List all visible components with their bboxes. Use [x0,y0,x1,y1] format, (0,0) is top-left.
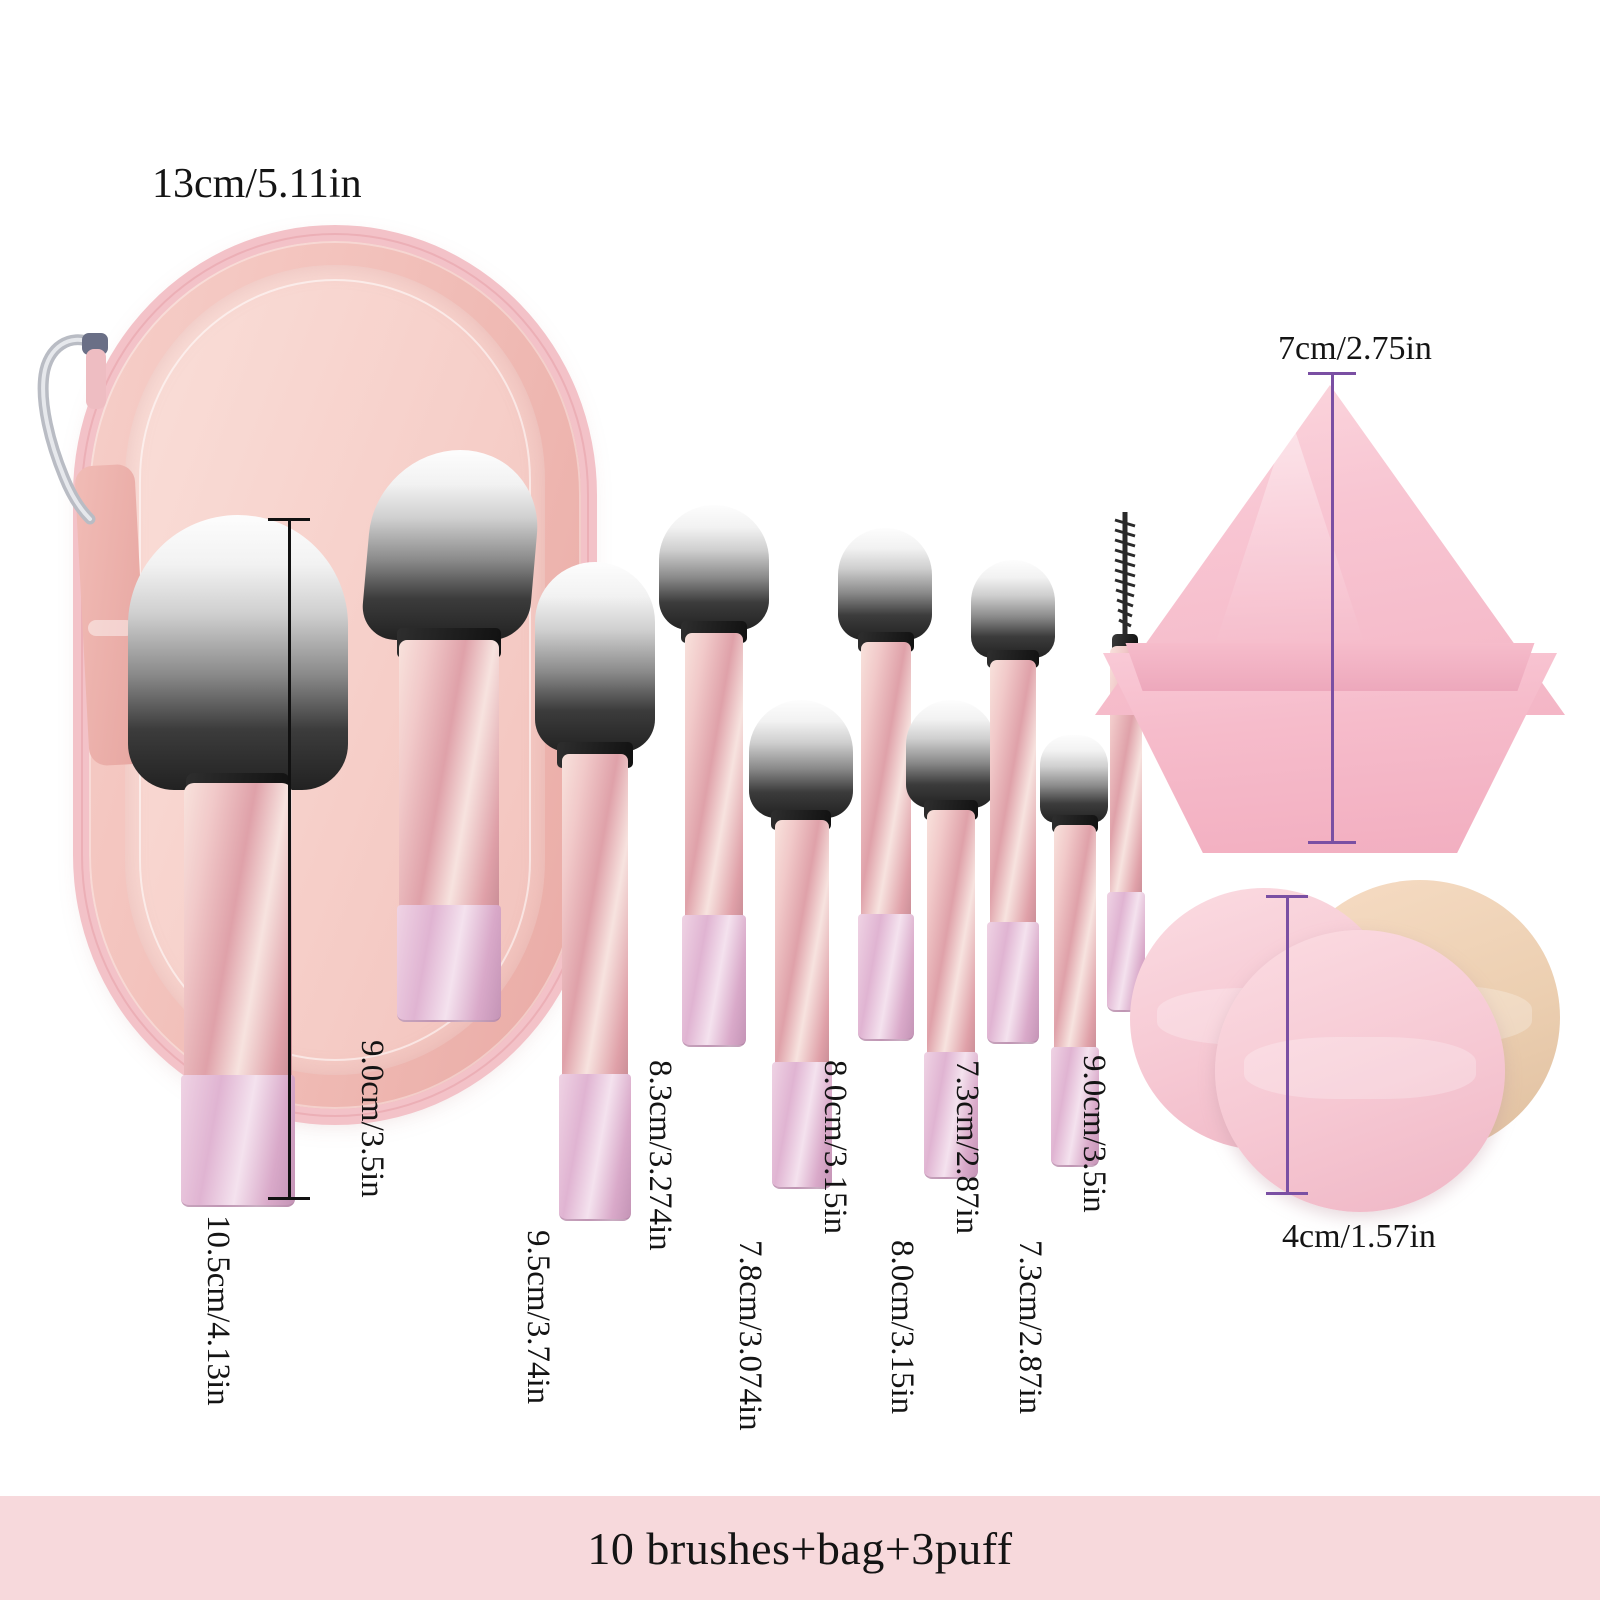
brush-3-bristles [535,562,655,752]
brush-4-handle-tip [682,915,746,1047]
brush-10-size-label: 9.0cm/3.5in [1076,1055,1112,1213]
brush-7-handle-tip [924,1052,978,1179]
bag-side-strap [88,620,134,636]
brush-7-size-label: 8.0cm/3.15in [884,1240,920,1415]
brush-5-bristles [749,700,853,818]
round-powder-puffs [1120,880,1560,1212]
round-puff-measure-cap-top [1266,895,1308,898]
brush-6-bristles [838,528,932,640]
brush-2 [359,450,545,1030]
triangle-puff-measure-cap-bottom [1308,841,1356,844]
brush-2-handle-tip [397,905,501,1022]
brush-5-handle-tip [772,1062,832,1189]
triangle-puff-size-label: 7cm/2.75in [1278,330,1432,367]
brush-1 [128,515,348,1215]
brush-1-handle-tip [181,1075,295,1207]
brush-2-bristles [359,450,545,640]
brush-7-bristles [906,700,996,808]
brush-2-handle [399,640,499,915]
brush-5-size-label: 7.8cm/3.074in [732,1240,768,1431]
round-puff-measure-cap-bottom [1266,1192,1308,1195]
round-puff-size-label: 4cm/1.57in [1282,1218,1436,1255]
brush-6-size-label: 8.0cm/3.15in [817,1060,853,1235]
triangle-puff-measure-line [1331,372,1334,844]
brush-2-size-label: 9.0cm/3.5in [354,1040,390,1198]
brush-9-handle-tip [1051,1047,1099,1167]
triangle-puff-measure-cap-top [1308,372,1356,375]
round-puff-pink-front-band [1244,1037,1476,1100]
brush-1-handle [184,783,292,1083]
brush-5-handle [775,820,829,1070]
brush-9 [1030,735,1126,1215]
brush-6 [832,528,940,1108]
brush-9-handle [1054,825,1096,1055]
brush-1-size-label: 10.5cm/4.13in [200,1215,236,1406]
brush-8-handle-tip [987,922,1039,1044]
round-puff-pink-front [1215,930,1505,1212]
brush-8 [965,560,1065,1100]
brush-1-measure-cap-top [268,518,310,521]
brush-6-handle [861,642,911,922]
brush-1-measure-line [288,518,291,1200]
brush-8-handle [990,660,1036,930]
brush-1-measure-cap-bottom [268,1197,310,1200]
bag-size-label: 13cm/5.11in [152,161,362,207]
brush-9-size-label: 7.3cm/2.87in [1012,1240,1048,1415]
brush-4 [655,505,773,1105]
brush-8-size-label: 7.3cm/2.87in [949,1060,985,1235]
brush-4-bristles [659,505,769,630]
brush-7-handle [927,810,975,1060]
brush-1-bristles [128,515,348,790]
brush-7 [900,700,1004,1210]
triangle-puff-ribbon-band [1125,643,1535,691]
brush-3-handle [562,754,628,1084]
footer-text: 10 brushes+bag+3puff [587,1522,1013,1574]
brush-10-spiral-bristles [1112,510,1138,638]
brush-4-handle [685,633,743,923]
round-puff-measure-line [1286,895,1289,1195]
brush-3-handle-tip [559,1074,631,1221]
brush-8-bristles [971,560,1055,658]
brush-3-size-label: 9.5cm/3.74in [520,1230,556,1405]
brush-9-bristles [1040,735,1108,823]
product-footer-banner: 10 brushes+bag+3puff [0,1496,1600,1600]
brush-4-size-label: 8.3cm/3.274in [642,1060,678,1251]
brush-6-handle-tip [858,914,914,1041]
triangle-powder-puff [1095,385,1565,853]
brush-3 [530,562,660,1242]
carabiner-clip-icon [30,325,125,535]
brush-10-handle-tip [1107,892,1145,1012]
brush-5 [745,700,857,1220]
